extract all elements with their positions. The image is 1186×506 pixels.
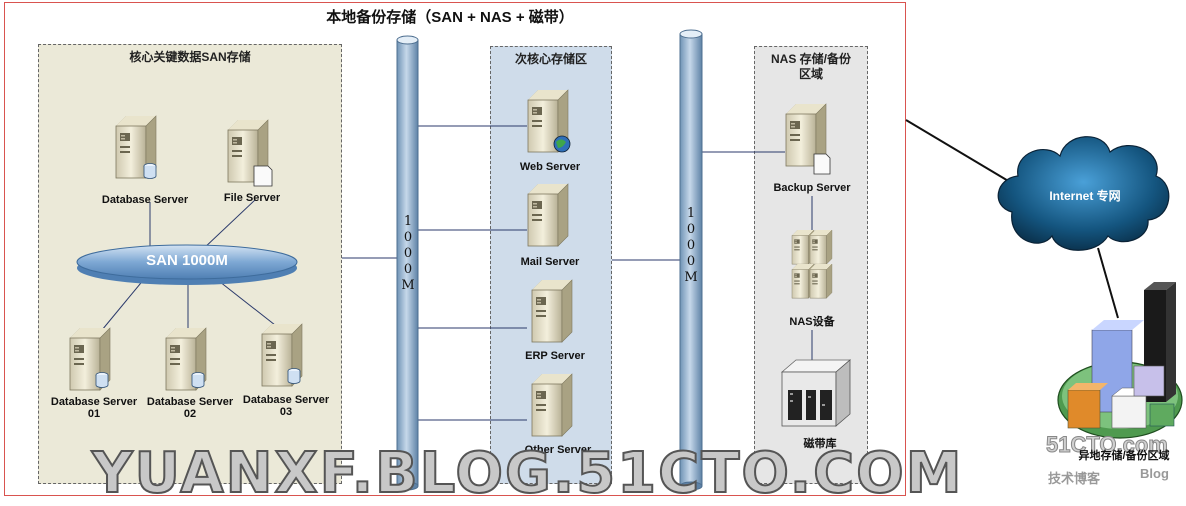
mail-server-icon — [527, 183, 569, 247]
backup-server-icon — [785, 103, 831, 175]
san-zone-label: 核心关键数据SAN存储 — [129, 50, 251, 64]
nas-device-label: NAS设备 — [789, 316, 835, 328]
web-server-label: Web Server — [519, 161, 581, 173]
nas-zone-label-line2: 区域 — [798, 67, 823, 81]
page-title: 本地备份存储（SAN + NAS + 磁带） — [326, 9, 574, 26]
logo-subtitle: 技术博客 — [1048, 471, 1101, 486]
backup-server-label: Backup Server — [773, 182, 851, 194]
db-server-02-icon — [165, 327, 207, 391]
logo-blog: Blog — [1140, 466, 1169, 481]
db-server-top-icon — [115, 115, 157, 179]
file-server-label: File Server — [223, 192, 281, 204]
nas-device-icon — [791, 229, 833, 299]
internet-cloud-icon — [997, 136, 1170, 251]
site-logo: 51CTO.com — [1046, 432, 1169, 458]
secondary-zone-label: 次核心存储区 — [514, 52, 587, 66]
erp-server-icon — [531, 279, 573, 343]
db-server-03-icon — [261, 323, 303, 387]
san-switch-label: SAN 1000M — [146, 252, 228, 269]
other-server-label: Other Server — [524, 444, 592, 456]
web-server-icon — [527, 89, 571, 153]
nas-zone-label-line1: NAS 存储/备份 — [770, 52, 851, 66]
local-backup-frame — [4, 2, 906, 496]
watermark: YUANXF.BLOG.51CTO.COM — [91, 441, 964, 506]
remote-site-icon — [1057, 282, 1183, 439]
tape-library-label: 磁带库 — [803, 438, 837, 450]
db-server-01-icon — [69, 327, 111, 391]
internet-label: Internet 专网 — [1049, 189, 1121, 203]
db-server-top-label: Database Server — [101, 194, 189, 206]
remote-site-label: 异地存储/备份区域 — [1078, 450, 1170, 462]
tape-library-icon — [780, 359, 852, 427]
other-server-icon — [531, 373, 573, 437]
erp-server-label: ERP Server — [525, 350, 585, 362]
mail-server-label: Mail Server — [520, 256, 580, 268]
file-server-icon — [227, 119, 273, 187]
